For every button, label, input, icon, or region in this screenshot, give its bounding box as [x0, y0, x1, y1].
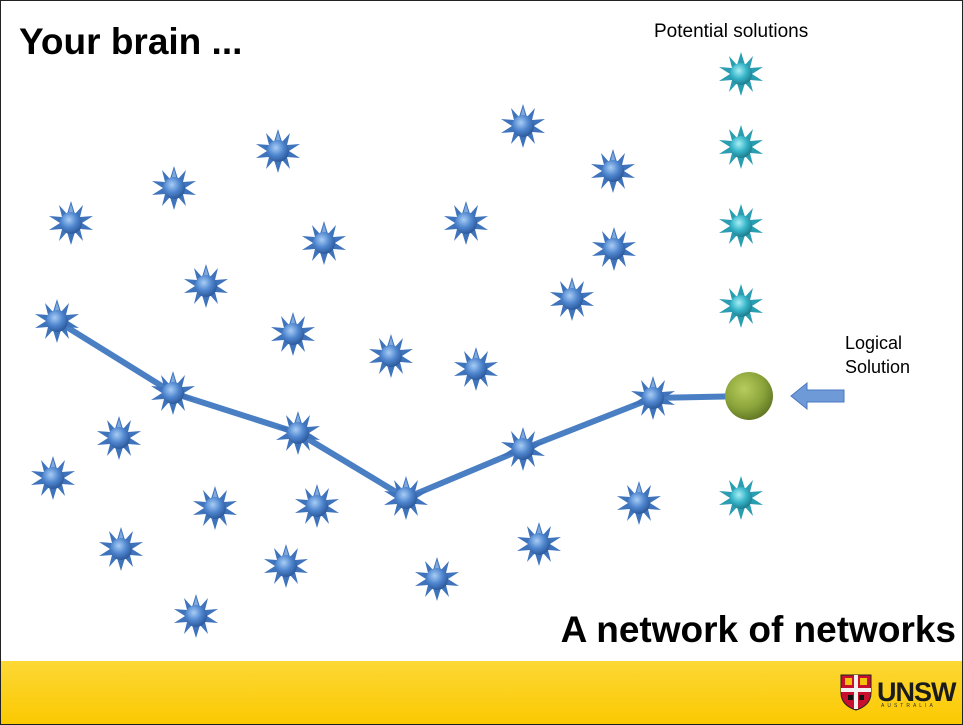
unsw-logo: UNSW AUSTRALIA — [839, 673, 956, 711]
solution-neuron-icon — [719, 284, 763, 328]
neuron-icon — [152, 166, 196, 210]
solution-neuron-icon — [719, 204, 763, 248]
neuron-icon — [454, 347, 498, 391]
neuron-icon — [151, 371, 195, 415]
neuron-icon — [591, 149, 635, 193]
solution-neuron-icon — [719, 476, 763, 520]
neuron-icon — [99, 527, 143, 571]
neuron-icon — [295, 484, 339, 528]
neuron-icon — [31, 456, 75, 500]
potential-solutions-column — [719, 52, 763, 520]
slide-subtitle: A network of networks — [560, 609, 956, 650]
solution-neuron-icon — [719, 52, 763, 96]
network-diagram — [31, 52, 845, 638]
neuron-icon — [517, 522, 561, 566]
logical-solution-node — [725, 372, 773, 420]
unsw-logo-text: UNSW — [877, 676, 956, 707]
neuron-icon — [35, 299, 79, 343]
footer-bar — [1, 661, 962, 724]
logical-solution-label: Logical Solution — [845, 331, 910, 379]
neuron-icon — [184, 264, 228, 308]
neuron-icon — [592, 227, 636, 271]
slide-title: Your brain ... — [19, 21, 243, 62]
neuron-icon — [276, 411, 320, 455]
neuron-icon — [97, 416, 141, 460]
unsw-logo-subtext: AUSTRALIA — [881, 703, 936, 709]
logical-label-line2: Solution — [845, 357, 911, 377]
neuron-icon — [550, 277, 594, 321]
unsw-crest-icon — [840, 674, 872, 711]
neuron-icon — [256, 129, 300, 173]
neuron-icon — [617, 481, 661, 525]
neuron-icon — [369, 334, 413, 378]
neuron-icon — [501, 104, 545, 148]
neuron-icon — [501, 427, 545, 471]
neuron-icon — [415, 557, 459, 601]
neuron-icon — [264, 544, 308, 588]
neuron-icon — [302, 221, 346, 265]
logical-label-line1: Logical — [845, 333, 903, 353]
neuron-icon — [193, 486, 237, 530]
neuron-icon — [444, 201, 488, 245]
neuron-icon — [384, 476, 428, 520]
neuron-network — [31, 104, 675, 638]
solution-neuron-icon — [719, 125, 763, 169]
neuron-icon — [49, 201, 93, 245]
neuron-icon — [174, 594, 218, 638]
potential-solutions-label: Potential solutions — [654, 21, 809, 42]
neuron-icon — [271, 312, 315, 356]
arrow-left-icon — [790, 381, 845, 411]
